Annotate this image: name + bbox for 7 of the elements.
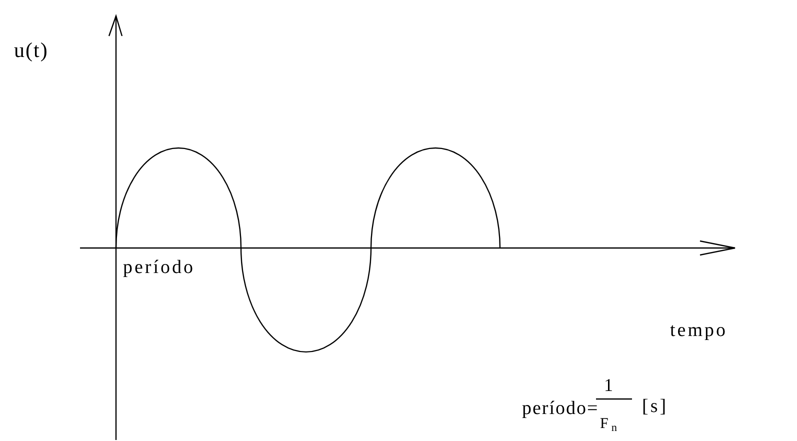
axis-label: u(t) bbox=[14, 40, 48, 61]
formula-text: período= bbox=[522, 399, 599, 418]
numerator: 1 bbox=[604, 376, 613, 394]
period-label: período bbox=[123, 258, 196, 277]
unit-label: [s] bbox=[642, 397, 668, 416]
denominator: F$_{n}$ bbox=[600, 417, 620, 432]
axis-label: tempo bbox=[670, 321, 728, 340]
